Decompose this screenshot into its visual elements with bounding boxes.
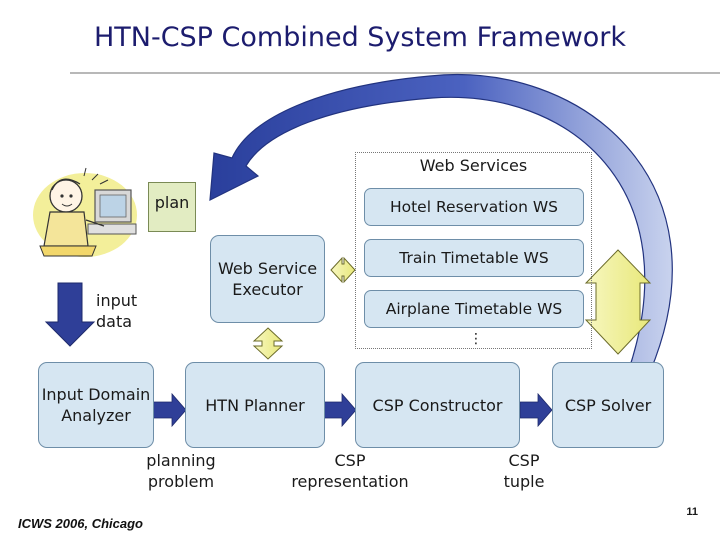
planning-problem-label: planning problem [146, 451, 216, 491]
htn-planner: HTN Planner [185, 362, 325, 448]
csp-tuple-label: CSP tuple [503, 451, 545, 491]
web-services-title: Web Services [419, 156, 528, 175]
user-at-computer-icon [33, 167, 137, 257]
page-title: HTN-CSP Combined System Framework [93, 22, 627, 53]
input-data-arrow [44, 282, 96, 347]
hotel-reservation-ws: Hotel Reservation WS [364, 188, 584, 226]
web-services-group [355, 152, 592, 349]
airplane-timetable-ws: Airplane Timetable WS [364, 290, 584, 328]
pipeline-arrow-3 [519, 392, 553, 428]
plan-label: plan [154, 193, 190, 212]
plan-note [148, 182, 196, 232]
page-number: 11 [686, 506, 698, 518]
csp-representation-label: CSP representation [291, 451, 409, 491]
executor-planner-arrow [252, 327, 284, 360]
csp-solver: CSP Solver [552, 362, 664, 448]
web-service-executor: Web Service Executor [210, 235, 325, 323]
title-divider [70, 72, 720, 74]
input-domain-analyzer: Input Domain Analyzer [38, 362, 154, 448]
ws-solver-arrow [584, 249, 652, 355]
executor-ws-arrow [330, 256, 356, 284]
train-timetable-ws: Train Timetable WS [364, 239, 584, 277]
more-services-ellipsis: ⋮ [469, 331, 483, 347]
pipeline-arrow-1 [149, 392, 187, 428]
csp-constructor: CSP Constructor [355, 362, 520, 448]
input-data-label: input data [96, 291, 138, 331]
footer-text: ICWS 2006, Chicago [18, 516, 143, 531]
pipeline-arrow-2 [321, 392, 357, 428]
return-curve-arrow [209, 74, 673, 373]
